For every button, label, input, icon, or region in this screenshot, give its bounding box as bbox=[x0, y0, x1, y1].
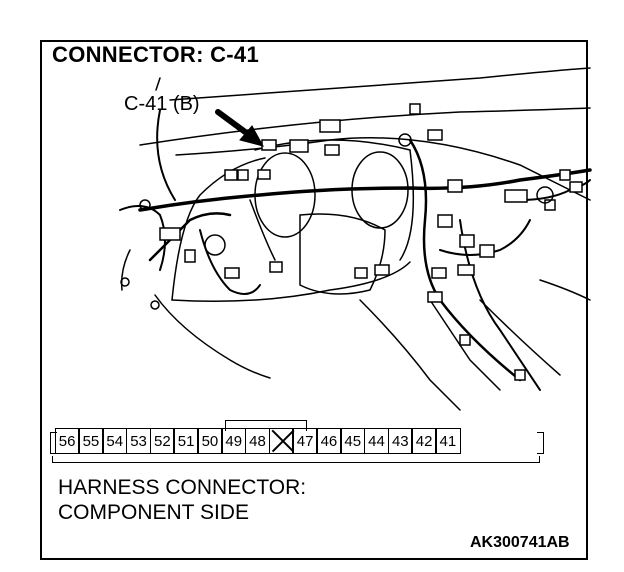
diagram-frame bbox=[40, 40, 588, 560]
caption-line-1: HARNESS CONNECTOR: bbox=[58, 476, 307, 499]
diagram-title: CONNECTOR: C-41 bbox=[52, 42, 260, 67]
pin-46: 46 bbox=[316, 428, 342, 454]
pin-43: 43 bbox=[387, 428, 413, 454]
pin-53: 53 bbox=[125, 428, 152, 454]
connector-right-edge bbox=[537, 432, 544, 454]
pin-52: 52 bbox=[149, 428, 175, 454]
pin-44: 44 bbox=[363, 428, 390, 454]
figure-code: AK300741AB bbox=[470, 534, 570, 551]
pin-45: 45 bbox=[340, 428, 366, 454]
connector-left-edge bbox=[50, 432, 57, 454]
pin-48: 48 bbox=[244, 428, 271, 454]
pin-54: 54 bbox=[102, 428, 128, 454]
pin-47: 47 bbox=[292, 428, 318, 454]
pin-49: 49 bbox=[221, 428, 247, 454]
caption-line-2: COMPONENT SIDE bbox=[58, 501, 249, 524]
pin-56: 56 bbox=[54, 428, 80, 454]
pin-51: 51 bbox=[173, 428, 199, 454]
pin-42: 42 bbox=[411, 428, 437, 454]
connector-bottom-rail bbox=[52, 456, 540, 463]
connector-lock-tab bbox=[225, 420, 307, 431]
harness-connector-face: 56 55 54 53 52 51 50 49 48 47 46 45 44 4… bbox=[54, 428, 461, 456]
pin-55: 55 bbox=[78, 428, 104, 454]
pin-blank-cavity bbox=[268, 428, 294, 454]
pin-41: 41 bbox=[435, 428, 461, 454]
pin-50: 50 bbox=[197, 428, 223, 454]
